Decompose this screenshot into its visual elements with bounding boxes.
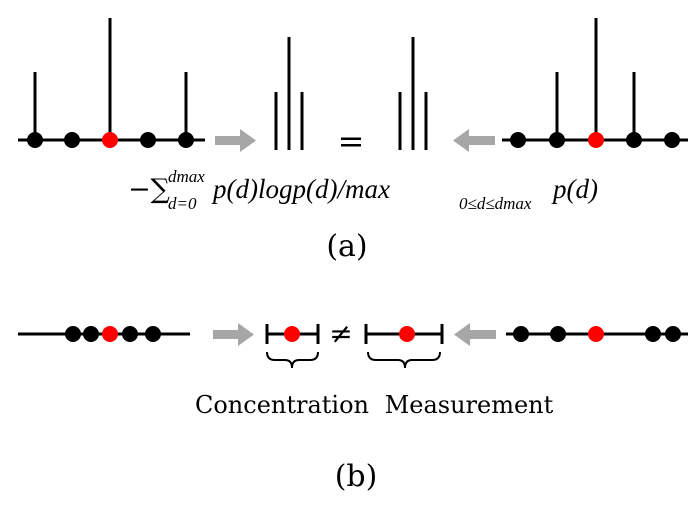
arrow-right-b — [213, 323, 254, 346]
node — [645, 326, 661, 342]
node — [65, 326, 81, 342]
panel-b-right-chain — [506, 326, 688, 342]
caption-concentration: Concentration — [195, 391, 369, 419]
equals-symbol: = — [338, 122, 365, 160]
arrow-left-b — [454, 323, 496, 346]
node — [665, 326, 681, 342]
node — [83, 326, 99, 342]
panel-a-left-chain — [18, 18, 205, 148]
center-node — [588, 132, 604, 148]
panel-b: ≠ Concentration Measurement (b) — [18, 317, 688, 494]
node — [510, 132, 526, 148]
formula-tail: p(d) — [551, 174, 598, 204]
node — [664, 132, 680, 148]
node — [145, 326, 161, 342]
center-node — [102, 326, 118, 342]
formula-minus-sum: −∑ — [128, 174, 170, 205]
histogram-right — [398, 37, 428, 150]
formula-max-subscript: 0≤d≤dmax — [459, 194, 532, 213]
panel-a: = −∑ dmax d=0 p(d)l — [18, 18, 688, 264]
panel-a-right-chain — [502, 18, 688, 148]
center-node — [399, 326, 415, 342]
formula-sum-subscript: d=0 — [168, 194, 197, 213]
node — [513, 326, 529, 342]
panel-b-label: (b) — [335, 459, 378, 494]
interval-left — [265, 324, 320, 344]
node — [626, 132, 642, 148]
node — [140, 132, 156, 148]
formula-sum-superscript: dmax — [168, 167, 205, 186]
panel-b-left-chain — [18, 326, 190, 342]
arrow-left-a — [453, 129, 495, 152]
histogram-left — [274, 37, 304, 150]
panel-a-label: (a) — [326, 229, 367, 264]
center-node — [588, 326, 604, 342]
formula-body: p(d)logp(d)/max — [211, 174, 390, 204]
center-node — [284, 326, 300, 342]
node — [64, 132, 80, 148]
center-node — [102, 132, 118, 148]
node — [178, 132, 194, 148]
arrow-right-a — [215, 129, 256, 152]
brace-concentration — [266, 351, 319, 369]
node — [27, 132, 43, 148]
not-equal-symbol: ≠ — [329, 317, 352, 350]
caption-measurement: Measurement — [385, 391, 554, 419]
node — [122, 326, 138, 342]
brace-measurement — [367, 351, 441, 369]
entropy-formula: −∑ dmax d=0 p(d)logp(d)/max 0≤d≤dmax p(d… — [128, 167, 598, 213]
interval-right — [364, 324, 444, 344]
node — [550, 326, 566, 342]
node — [549, 132, 565, 148]
